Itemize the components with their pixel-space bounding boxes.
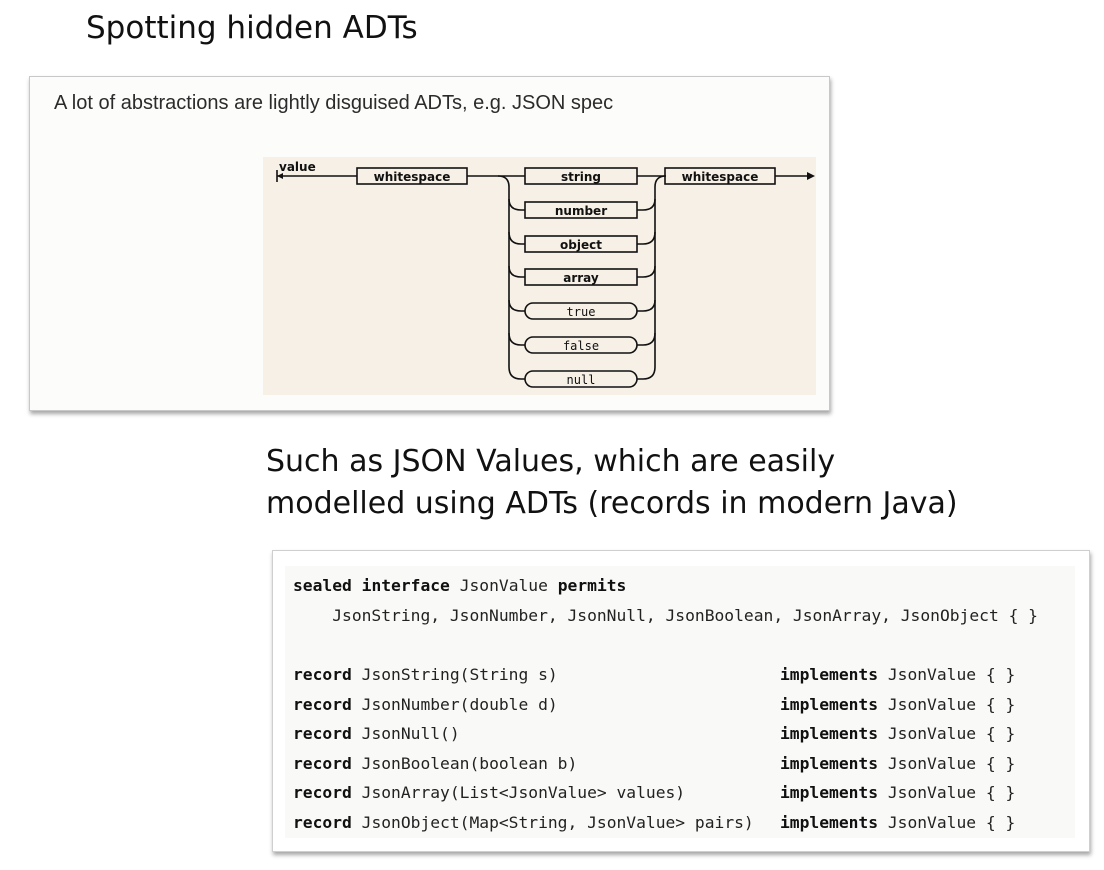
entry-arrow-icon [277, 173, 283, 179]
alt-true-label: true [567, 305, 596, 319]
railroad-svg: value whitespace whitespace string numbe… [276, 160, 815, 388]
subheading-line-1: Such as JSON Values, which are easily [266, 444, 836, 479]
start-label: value [279, 160, 316, 174]
alt-object-label: object [560, 238, 602, 252]
right-branch-curve [637, 175, 667, 380]
implements-clause-0: implements JsonValue { } [780, 664, 1015, 686]
code-line-record-2: record JsonNull() [293, 723, 460, 745]
implements-clause-5: implements JsonValue { } [780, 812, 1015, 834]
alt-array-label: array [563, 271, 599, 285]
implements-target: JsonValue { } [887, 813, 1016, 832]
permits-list: JsonString, JsonNumber, JsonNull, JsonBo… [332, 606, 1038, 625]
code-line-record-0: record JsonString(String s) [293, 664, 558, 686]
left-branch-curve [497, 175, 525, 380]
implements-target: JsonValue { } [887, 724, 1016, 743]
code-screenshot: sealed interface JsonValue permits JsonS… [272, 550, 1090, 852]
keyword-interface: interface [361, 576, 450, 595]
record-signature: JsonString(String s) [361, 665, 558, 684]
implements-keyword: implements [780, 724, 879, 743]
implements-target: JsonValue { } [887, 665, 1016, 684]
record-signature: JsonNull() [361, 724, 460, 743]
implements-keyword: implements [780, 813, 879, 832]
code-block: sealed interface JsonValue permits JsonS… [285, 566, 1075, 838]
exit-arrow-icon [807, 172, 815, 180]
implements-clause-2: implements JsonValue { } [780, 723, 1015, 745]
code-line-interface: sealed interface JsonValue permits [293, 575, 626, 597]
keyword-permits: permits [557, 576, 627, 595]
implements-keyword: implements [780, 783, 879, 802]
record-signature: JsonBoolean(boolean b) [361, 754, 578, 773]
alt-number-label: number [555, 204, 607, 218]
keyword-sealed: sealed [293, 576, 352, 595]
implements-keyword: implements [780, 665, 879, 684]
code-line-record-1: record JsonNumber(double d) [293, 694, 558, 716]
json-spec-screenshot: A lot of abstractions are lightly disgui… [29, 76, 830, 411]
alt-string-shape [524, 167, 638, 185]
alt-number-shape [524, 201, 638, 219]
alt-object-shape [524, 235, 638, 253]
implements-target: JsonValue { } [887, 695, 1016, 714]
json-spec-caption: A lot of abstractions are lightly disgui… [54, 92, 614, 114]
alt-array-shape [524, 268, 638, 286]
implements-target: JsonValue { } [887, 783, 1016, 802]
code-line-record-5: record JsonObject(Map<String, JsonValue>… [293, 812, 754, 834]
record-signature: JsonArray(List<JsonValue> values) [361, 783, 686, 802]
json-value-railroad-diagram: value whitespace whitespace string numbe… [263, 157, 816, 395]
left-whitespace-label: whitespace [374, 170, 451, 184]
record-keyword: record [293, 783, 352, 802]
record-keyword: record [293, 813, 352, 832]
implements-keyword: implements [780, 695, 879, 714]
record-signature: JsonNumber(double d) [361, 695, 558, 714]
subheading: Such as JSON Values, which are easily mo… [266, 441, 958, 525]
alt-false-label: false [563, 339, 599, 353]
alt-null-shape [524, 370, 638, 388]
alt-true-shape [524, 302, 638, 320]
subheading-line-2: modelled using ADTs (records in modern J… [266, 486, 958, 521]
implements-keyword: implements [780, 754, 879, 773]
record-keyword: record [293, 724, 352, 743]
implements-clause-3: implements JsonValue { } [780, 753, 1015, 775]
interface-name: JsonValue [459, 576, 548, 595]
record-keyword: record [293, 754, 352, 773]
record-keyword: record [293, 695, 352, 714]
slide-title: Spotting hidden ADTs [86, 10, 418, 46]
alt-null-label: null [567, 373, 596, 387]
implements-clause-4: implements JsonValue { } [780, 782, 1015, 804]
code-line-record-3: record JsonBoolean(boolean b) [293, 753, 577, 775]
implements-clause-1: implements JsonValue { } [780, 694, 1015, 716]
implements-target: JsonValue { } [887, 754, 1016, 773]
alt-connectors [508, 198, 656, 346]
record-keyword: record [293, 665, 352, 684]
code-line-record-4: record JsonArray(List<JsonValue> values) [293, 782, 685, 804]
code-line-permits: JsonString, JsonNumber, JsonNull, JsonBo… [293, 605, 1038, 627]
right-whitespace-label: whitespace [682, 170, 759, 184]
record-signature: JsonObject(Map<String, JsonValue> pairs) [361, 813, 754, 832]
alt-string-label: string [561, 170, 601, 184]
alt-false-shape [524, 336, 638, 354]
